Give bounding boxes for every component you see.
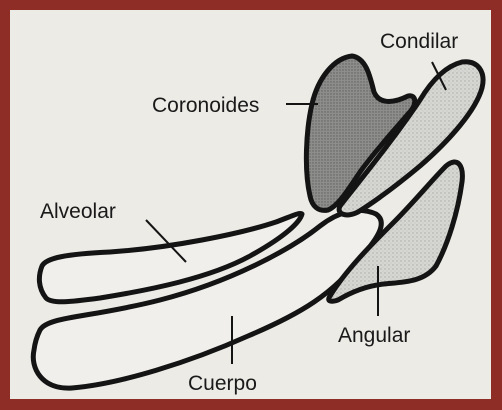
label-condilar: Condilar	[380, 30, 458, 53]
label-coronoides: Coronoides	[152, 94, 259, 117]
label-angular: Angular	[338, 324, 410, 347]
label-cuerpo: Cuerpo	[188, 372, 257, 395]
label-alveolar: Alveolar	[40, 200, 116, 223]
